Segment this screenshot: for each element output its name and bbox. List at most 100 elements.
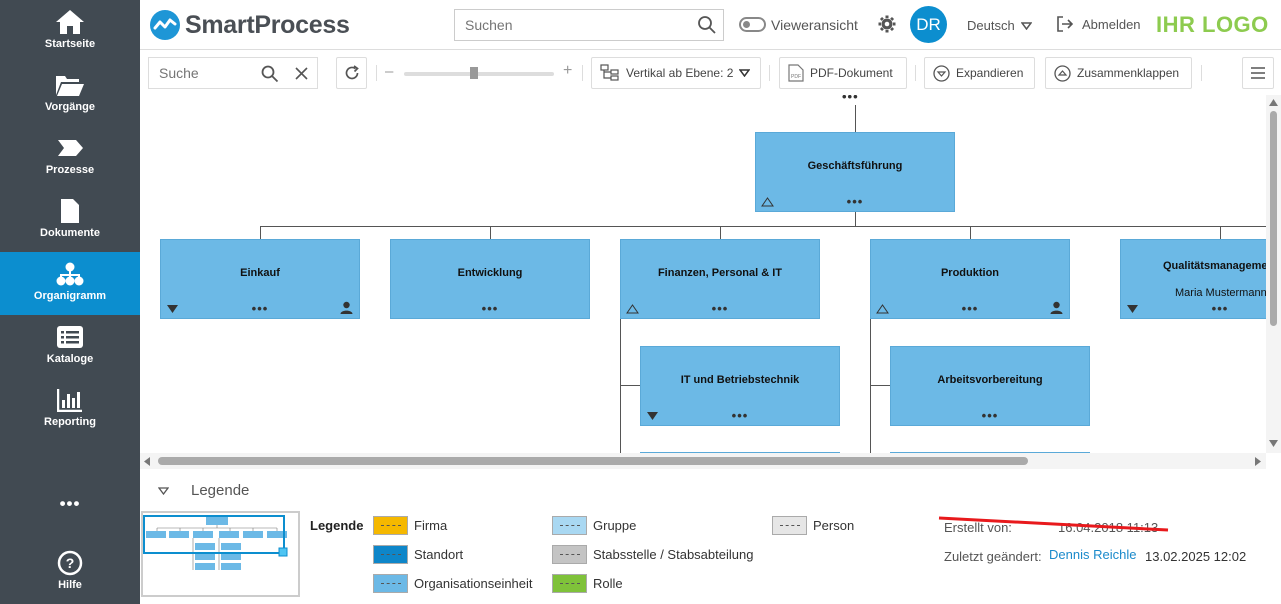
org-node-label: IT und Betriebstechnik: [680, 374, 800, 386]
scroll-up-icon[interactable]: [1269, 99, 1278, 106]
legend-swatch: [552, 574, 587, 593]
sidebar-item-kataloge[interactable]: Kataloge: [0, 315, 140, 378]
org-node-person: Maria Mustermann: [1175, 287, 1267, 299]
zoom-slider-track[interactable]: [404, 72, 554, 76]
sidebar-item-vorgaenge[interactable]: Vorgänge: [0, 63, 140, 126]
node-more-dots[interactable]: •••: [251, 301, 269, 316]
org-node-einkauf[interactable]: Einkauf •••: [160, 239, 360, 319]
search-icon[interactable]: [697, 15, 717, 40]
layout-select[interactable]: Vertikal ab Ebene: 2: [591, 57, 761, 89]
org-node-finanzen[interactable]: Finanzen, Personal & IT •••: [620, 239, 820, 319]
logout-button[interactable]: Abmelden: [1056, 16, 1141, 32]
more-dots-top[interactable]: •••: [842, 95, 859, 104]
sidebar-item-organigramm[interactable]: Organigramm: [0, 252, 140, 315]
node-more-dots[interactable]: •••: [711, 301, 729, 316]
node-more-dots[interactable]: •••: [481, 301, 499, 316]
node-more-dots[interactable]: •••: [981, 408, 999, 423]
changed-label: Zuletzt geändert:: [944, 549, 1042, 564]
collapse-triangle-icon[interactable]: [876, 304, 889, 314]
org-node-produktion[interactable]: Produktion •••: [870, 239, 1070, 319]
language-select[interactable]: Deutsch: [967, 18, 1032, 33]
org-node-geschaeftsfuehrung[interactable]: Geschäftsführung •••: [755, 132, 955, 212]
collapse-button[interactable]: Zusammenklappen: [1045, 57, 1192, 89]
connector-line: [260, 226, 261, 239]
legend-item-label: Person: [813, 518, 855, 533]
collapse-triangle-icon[interactable]: [761, 197, 774, 207]
expand-label: Expandieren: [956, 66, 1024, 80]
org-chart-canvas[interactable]: ••• Geschäftsführung ••• Einkauf ••• Ent…: [140, 95, 1281, 453]
chevron-down-icon: [158, 486, 169, 495]
close-icon[interactable]: [295, 67, 308, 80]
refresh-icon: [345, 65, 359, 80]
connector-line: [855, 105, 856, 132]
sidebar-item-dokumente[interactable]: Dokumente: [0, 189, 140, 252]
legend-swatch: [373, 545, 408, 564]
bar-chart-icon: [57, 386, 83, 414]
gear-icon[interactable]: [878, 15, 896, 38]
legend-toggle[interactable]: Legende: [158, 482, 249, 499]
vertical-scroll-thumb[interactable]: [1270, 111, 1277, 326]
scroll-down-icon[interactable]: [1269, 440, 1278, 447]
diagram-search[interactable]: [148, 57, 318, 89]
user-avatar[interactable]: DR: [910, 6, 947, 43]
org-node-qualitaetsmanagement[interactable]: Qualitätsmanagement Maria Mustermann •••: [1120, 239, 1281, 319]
vertical-scrollbar[interactable]: [1266, 95, 1281, 453]
org-node-label: Finanzen, Personal & IT: [657, 267, 783, 279]
horizontal-scrollbar[interactable]: [140, 453, 1266, 469]
expand-triangle-icon[interactable]: [1126, 304, 1139, 314]
search-icon[interactable]: [261, 65, 279, 83]
expand-button[interactable]: Expandieren: [924, 57, 1035, 89]
expand-circle-icon: [933, 64, 950, 82]
global-search-input[interactable]: [455, 10, 685, 40]
sidebar-item-label: Kataloge: [46, 353, 94, 365]
org-node-arbeitsvorbereitung[interactable]: Arbeitsvorbereitung •••: [890, 346, 1090, 426]
pdf-export-button[interactable]: PDF PDF-Dokument: [779, 57, 907, 89]
diagram-search-input[interactable]: [149, 58, 249, 88]
node-more-dots[interactable]: •••: [1211, 301, 1229, 316]
legend-item-label: Organisationseinheit: [414, 576, 533, 591]
global-search[interactable]: [454, 9, 724, 41]
horizontal-scroll-thumb[interactable]: [158, 457, 1028, 465]
org-node-it-betriebstechnik[interactable]: IT und Betriebstechnik •••: [640, 346, 840, 426]
node-more-dots[interactable]: •••: [961, 301, 979, 316]
connector-line: [720, 226, 721, 239]
sidebar-item-startseite[interactable]: Startseite: [0, 0, 140, 63]
org-node-partial[interactable]: [890, 452, 1090, 453]
node-more-dots[interactable]: •••: [846, 194, 864, 209]
org-node-partial[interactable]: [640, 452, 840, 453]
collapse-triangle-icon[interactable]: [626, 304, 639, 314]
connector-line: [870, 385, 890, 386]
more-button[interactable]: •••: [59, 494, 81, 513]
changed-date: 13.02.2025 12:02: [1145, 549, 1247, 564]
menu-button[interactable]: [1242, 57, 1274, 89]
connector-line: [620, 319, 621, 453]
sidebar-item-reporting[interactable]: Reporting: [0, 378, 140, 441]
hamburger-menu-icon: [1251, 67, 1265, 79]
org-node-label: Einkauf: [240, 267, 280, 279]
zoom-out-button[interactable]: –: [385, 63, 394, 80]
zoom-slider-handle[interactable]: [470, 67, 478, 79]
zoom-in-button[interactable]: +: [563, 62, 573, 79]
chevron-down-icon: [1020, 21, 1032, 30]
expand-triangle-icon[interactable]: [646, 411, 659, 421]
node-more-dots[interactable]: •••: [731, 408, 749, 423]
collapse-label: Zusammenklappen: [1077, 66, 1180, 80]
connector-line: [260, 226, 1270, 227]
changed-by-link[interactable]: Dennis Reichle: [1049, 547, 1137, 562]
legend-item: Gruppe: [552, 516, 636, 535]
app-logo[interactable]: SmartProcess: [150, 10, 350, 40]
minimap[interactable]: [141, 511, 300, 597]
scroll-right-icon[interactable]: [1254, 457, 1261, 466]
org-node-entwicklung[interactable]: Entwicklung •••: [390, 239, 590, 319]
expand-triangle-icon[interactable]: [166, 304, 179, 314]
sidebar-item-hilfe[interactable]: ? Hilfe: [0, 541, 140, 604]
customer-logo: IHR LOGO: [1156, 12, 1269, 37]
refresh-button[interactable]: [336, 57, 367, 89]
viewer-toggle[interactable]: [739, 17, 766, 32]
scroll-left-icon[interactable]: [144, 457, 151, 466]
logout-label: Abmelden: [1082, 16, 1141, 32]
legend-swatch: [552, 516, 587, 535]
legend-title: Legende: [310, 518, 364, 533]
app-name: SmartProcess: [185, 10, 350, 39]
sidebar-item-prozesse[interactable]: Prozesse: [0, 126, 140, 189]
